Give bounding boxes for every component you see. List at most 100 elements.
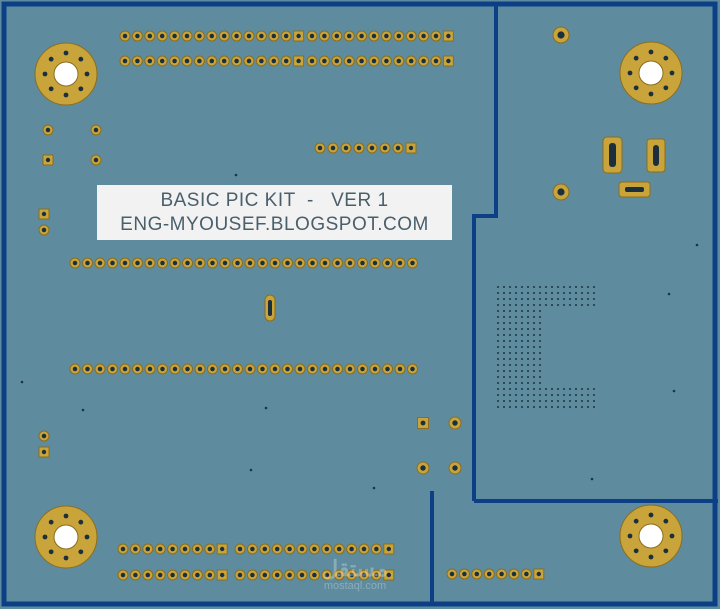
via — [503, 400, 505, 402]
via — [581, 298, 583, 300]
drill-hole — [324, 572, 330, 578]
via — [515, 352, 517, 354]
drill-hole — [209, 58, 215, 64]
drill-hole — [147, 366, 153, 372]
via — [539, 406, 541, 408]
drill-hole — [170, 546, 175, 552]
via — [48, 56, 54, 62]
drill-hole — [408, 145, 414, 151]
via — [557, 388, 559, 390]
drill-hole — [41, 433, 47, 439]
drill-hole — [287, 546, 292, 552]
via — [509, 376, 511, 378]
drill-hole — [283, 33, 289, 39]
via — [551, 286, 553, 288]
via — [503, 322, 505, 324]
drill-hole — [250, 546, 255, 552]
via — [545, 388, 547, 390]
via — [503, 298, 505, 300]
via — [569, 406, 571, 408]
via — [48, 86, 54, 92]
via — [527, 322, 529, 324]
drill-hole — [372, 366, 378, 372]
drill-hole — [334, 33, 340, 39]
via — [497, 400, 499, 402]
via — [533, 400, 535, 402]
drill-hole — [446, 33, 451, 39]
drill-hole — [420, 465, 426, 471]
via — [587, 298, 589, 300]
via — [539, 370, 541, 372]
drill-hole — [386, 546, 391, 552]
drill-hole — [197, 366, 203, 372]
drill-hole — [135, 58, 140, 64]
drill-hole — [250, 572, 255, 578]
drill-hole — [210, 260, 215, 266]
drill-hole — [330, 145, 336, 151]
via — [575, 388, 577, 390]
drill-hole — [360, 260, 365, 266]
via — [663, 55, 669, 61]
drill-hole — [499, 571, 504, 577]
drill-hole — [359, 58, 364, 64]
drill-hole — [147, 33, 153, 39]
via — [551, 292, 553, 294]
via — [497, 370, 499, 372]
via — [497, 334, 499, 336]
drill-hole — [93, 127, 99, 133]
via — [669, 70, 675, 76]
via — [81, 408, 85, 412]
drill-hole — [135, 33, 140, 39]
via — [521, 316, 523, 318]
via — [539, 304, 541, 306]
via — [521, 352, 523, 354]
drill-hole — [259, 58, 264, 64]
via — [581, 406, 583, 408]
drill-hole — [347, 366, 353, 372]
drill-hole — [359, 33, 364, 39]
via — [521, 334, 523, 336]
drill-hole — [234, 33, 239, 39]
via — [648, 554, 654, 560]
via — [627, 533, 633, 539]
via — [527, 310, 529, 312]
via — [539, 382, 541, 384]
via — [515, 316, 517, 318]
drill-hole — [524, 571, 529, 577]
via — [509, 394, 511, 396]
via — [521, 322, 523, 324]
drill-hole — [93, 157, 99, 163]
via — [557, 406, 559, 408]
via — [503, 388, 505, 390]
via — [669, 533, 675, 539]
drill-hole — [299, 546, 305, 552]
via — [533, 316, 535, 318]
drill-hole — [72, 260, 78, 266]
drill-hole — [557, 188, 565, 196]
via — [587, 388, 589, 390]
via — [42, 71, 48, 77]
via — [515, 394, 517, 396]
via — [533, 376, 535, 378]
drill-hole — [85, 260, 90, 266]
via — [663, 548, 669, 554]
via — [509, 304, 511, 306]
drill-hole — [433, 33, 439, 39]
drill-hole — [536, 571, 541, 577]
drill-hole — [147, 58, 153, 64]
via — [539, 352, 541, 354]
drill-hole — [309, 58, 315, 64]
drill-hole — [234, 58, 239, 64]
via — [527, 334, 529, 336]
via — [633, 518, 639, 524]
via — [569, 388, 571, 390]
drill-hole — [159, 58, 165, 64]
via — [503, 310, 505, 312]
via — [672, 389, 676, 393]
via — [515, 322, 517, 324]
via — [497, 358, 499, 360]
via — [521, 340, 523, 342]
drill-hole — [122, 260, 128, 266]
via — [509, 334, 511, 336]
